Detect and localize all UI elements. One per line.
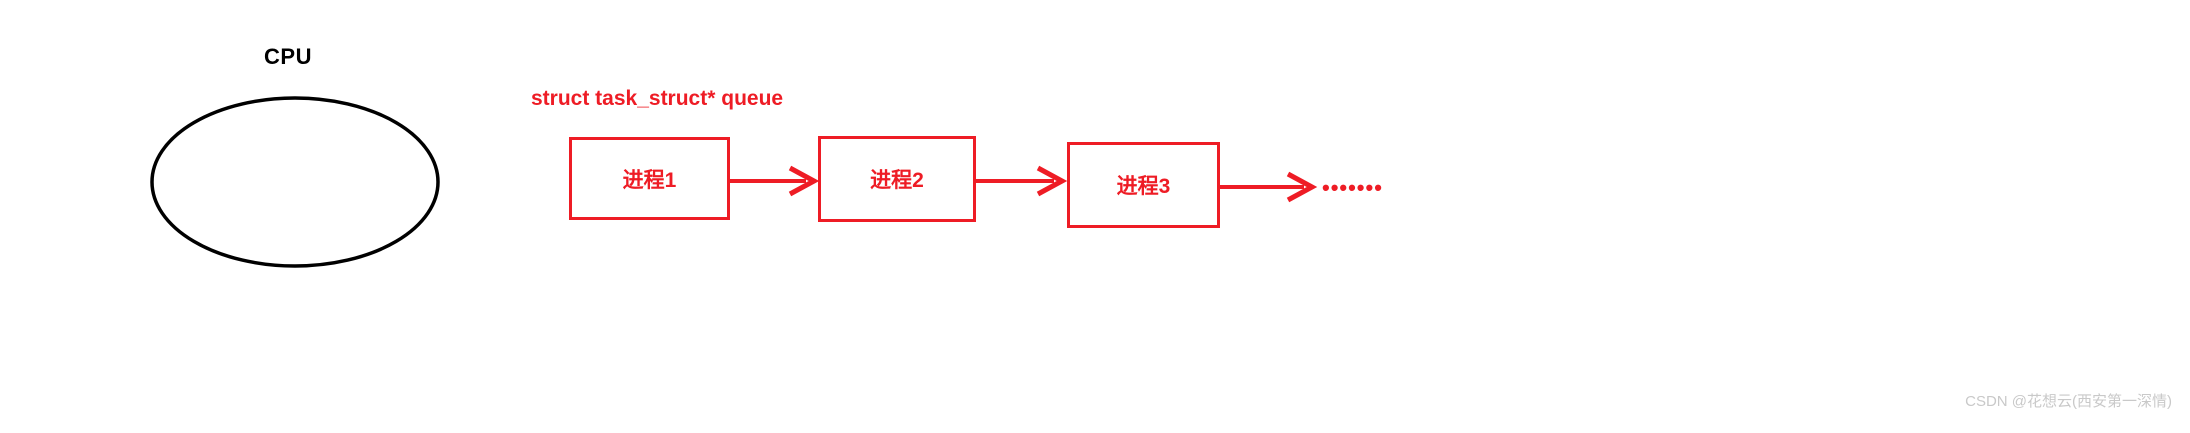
cpu-label: CPU bbox=[264, 44, 312, 69]
cpu-group: CPU bbox=[0, 0, 520, 300]
watermark: CSDN @花想云(西安第一深情) bbox=[1965, 393, 2172, 410]
process-node-1-label: 进程1 bbox=[622, 168, 677, 192]
connector-arrow-1 bbox=[728, 165, 820, 197]
process-node-1: 进程1 bbox=[569, 137, 730, 220]
queue-continuation-ellipsis: ••••••• bbox=[1322, 175, 1383, 200]
cpu-ellipse-icon bbox=[150, 96, 440, 268]
process-node-2: 进程2 bbox=[818, 136, 976, 222]
connector-arrow-2 bbox=[974, 165, 1068, 197]
connector-arrow-3 bbox=[1218, 171, 1318, 203]
queue-title: struct task_struct* queue bbox=[531, 87, 784, 110]
process-node-2-label: 进程2 bbox=[870, 169, 924, 192]
process-node-3-label: 进程3 bbox=[1116, 175, 1171, 198]
process-node-3: 进程3 bbox=[1067, 142, 1220, 228]
